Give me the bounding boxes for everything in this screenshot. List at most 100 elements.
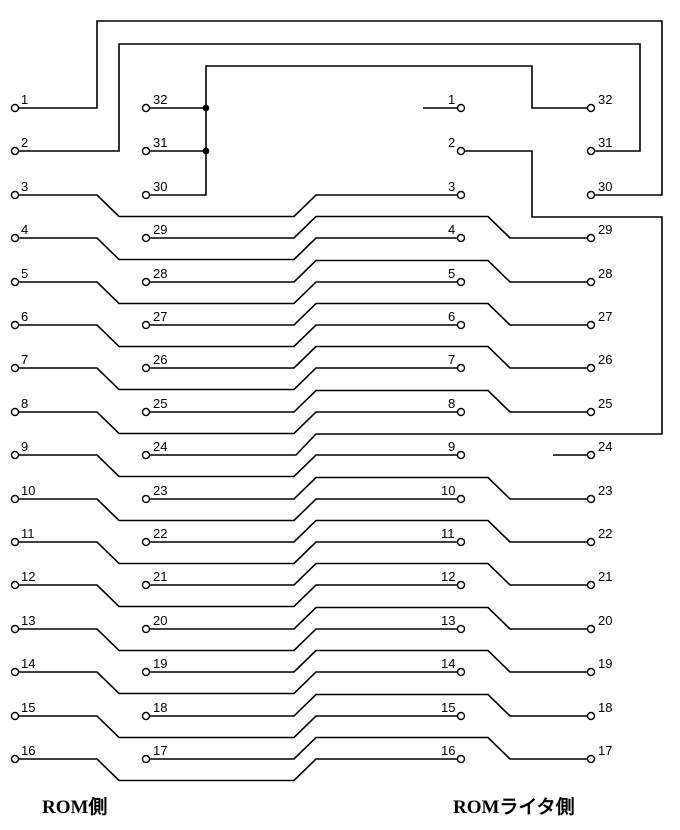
wire-rom-left-14 bbox=[19, 671, 457, 695]
rom-pin-24-circle bbox=[141, 450, 151, 460]
rom-pin-30-circle bbox=[141, 190, 151, 200]
wire-rom-left-11 bbox=[19, 541, 457, 565]
writer-pin-13-label: 13 bbox=[441, 613, 455, 628]
rom-pin-31-circle bbox=[141, 146, 151, 156]
wire-rom-right-21 bbox=[150, 562, 587, 586]
rom-pin-27-label: 27 bbox=[153, 309, 167, 324]
rom-pin-22-circle bbox=[141, 537, 151, 547]
writer-pin-5-circle bbox=[456, 277, 466, 287]
writer-pin-12-circle bbox=[456, 580, 466, 590]
writer-pin-6-label: 6 bbox=[448, 309, 455, 324]
junction-dots bbox=[202, 104, 210, 155]
writer-pin-32-circle bbox=[586, 103, 596, 113]
rom-pin-3-circle bbox=[10, 190, 20, 200]
rom-pin-22-label: 22 bbox=[153, 526, 167, 541]
rom-pin-17-circle bbox=[141, 754, 151, 764]
rom-pin-16-label: 16 bbox=[21, 743, 35, 758]
rom-pin-29-circle bbox=[141, 233, 151, 243]
rom-pin-29-label: 29 bbox=[153, 222, 167, 237]
rom-pin-32-circle bbox=[141, 103, 151, 113]
rom-pin-2-circle bbox=[10, 146, 20, 156]
rom-pin-2-label: 2 bbox=[21, 135, 28, 150]
rom-pin-23-circle bbox=[141, 494, 151, 504]
rom-pin-9-circle bbox=[10, 450, 20, 460]
rom-pin-23-label: 23 bbox=[153, 483, 167, 498]
rom-pin-20-label: 20 bbox=[153, 613, 167, 628]
rom-pin-15-label: 15 bbox=[21, 700, 35, 715]
writer-pin-17-label: 17 bbox=[598, 743, 612, 758]
writer-pin-30-label: 30 bbox=[598, 179, 612, 194]
rom-pin-18-label: 18 bbox=[153, 700, 167, 715]
writer-pin-22-circle bbox=[586, 537, 596, 547]
rom-side-caption: ROM側 bbox=[42, 797, 108, 818]
writer-pin-24-label: 24 bbox=[598, 439, 612, 454]
writer-pin-20-circle bbox=[586, 624, 596, 634]
wire-rom-left-7 bbox=[19, 367, 457, 391]
rom-pin-6-circle bbox=[10, 320, 20, 330]
rom-pin-19-circle bbox=[141, 667, 151, 677]
writer-pin-4-circle bbox=[456, 233, 466, 243]
writer-pin-14-circle bbox=[456, 667, 466, 677]
rom-pin-4-label: 4 bbox=[21, 222, 28, 237]
writer-pin-1-label: 1 bbox=[448, 92, 455, 107]
writer-pin-28-label: 28 bbox=[598, 266, 612, 281]
rom-pin-14-circle bbox=[10, 667, 20, 677]
wire-rom-left-4 bbox=[19, 237, 457, 261]
wire-rom30-to-writer32 bbox=[150, 65, 587, 196]
writer-pin-29-circle bbox=[586, 233, 596, 243]
writer-pin-22-label: 22 bbox=[598, 526, 612, 541]
rom-pin-26-label: 26 bbox=[153, 352, 167, 367]
writer-pin-12-label: 12 bbox=[441, 569, 455, 584]
wire-rom-left-16 bbox=[19, 758, 457, 782]
rom-pin-28-circle bbox=[141, 277, 151, 287]
wire-rom-left-6 bbox=[19, 324, 457, 348]
rom-pin-4-circle bbox=[10, 233, 20, 243]
rom-pin-17-label: 17 bbox=[153, 743, 167, 758]
writer-pin-18-circle bbox=[586, 711, 596, 721]
rom-pin-6-label: 6 bbox=[21, 309, 28, 324]
wire-rom-right-23 bbox=[150, 476, 587, 500]
writer-pin-21-label: 21 bbox=[598, 569, 612, 584]
wire-rom-left-12 bbox=[19, 584, 457, 608]
rom-pin-13-circle bbox=[10, 624, 20, 634]
wires bbox=[19, 20, 663, 782]
rom-pin-13-label: 13 bbox=[21, 613, 35, 628]
writer-pin-9-circle bbox=[456, 450, 466, 460]
wire-rom-left-15 bbox=[19, 715, 457, 739]
writer-pin-11-label: 11 bbox=[441, 526, 455, 541]
writer-pin-21-circle bbox=[586, 580, 596, 590]
wire-rom-right-29 bbox=[150, 215, 587, 239]
wire-rom-left-13 bbox=[19, 628, 457, 652]
writer-pin-30-circle bbox=[586, 190, 596, 200]
rom-pin-24-label: 24 bbox=[153, 439, 167, 454]
wire-rom-right-25 bbox=[150, 389, 587, 413]
wire-rom-right-20 bbox=[150, 606, 587, 630]
wire-rom-right-27 bbox=[150, 302, 587, 326]
writer-pin-18-label: 18 bbox=[598, 700, 612, 715]
wire-writer2-to-rom24 bbox=[150, 150, 663, 456]
wire-rom2-to-writer31 bbox=[19, 43, 641, 152]
wire-rom-right-19 bbox=[150, 649, 587, 673]
rom-pin-27-circle bbox=[141, 320, 151, 330]
rom-pin-11-label: 11 bbox=[21, 526, 35, 541]
writer-pin-9-label: 9 bbox=[448, 439, 455, 454]
wire-rom-left-10 bbox=[19, 498, 457, 522]
rom-pin-14-label: 14 bbox=[21, 656, 35, 671]
rom-pin-10-label: 10 bbox=[21, 483, 35, 498]
writer-pin-15-circle bbox=[456, 711, 466, 721]
writer-pin-6-circle bbox=[456, 320, 466, 330]
writer-pin-26-label: 26 bbox=[598, 352, 612, 367]
rom-pin-32-label: 32 bbox=[153, 92, 167, 107]
writer-pin-28-circle bbox=[586, 277, 596, 287]
writer-pin-27-circle bbox=[586, 320, 596, 330]
writer-pin-17-circle bbox=[586, 754, 596, 764]
wire-rom-right-28 bbox=[150, 259, 587, 283]
rom-pin-16-circle bbox=[10, 754, 20, 764]
rom-pin-19-label: 19 bbox=[153, 656, 167, 671]
writer-pin-7-circle bbox=[456, 363, 466, 373]
writer-pin-3-label: 3 bbox=[448, 179, 455, 194]
writer-pin-3-circle bbox=[456, 190, 466, 200]
wire-rom-right-26 bbox=[150, 345, 587, 369]
writer-pin-7-label: 7 bbox=[448, 352, 455, 367]
